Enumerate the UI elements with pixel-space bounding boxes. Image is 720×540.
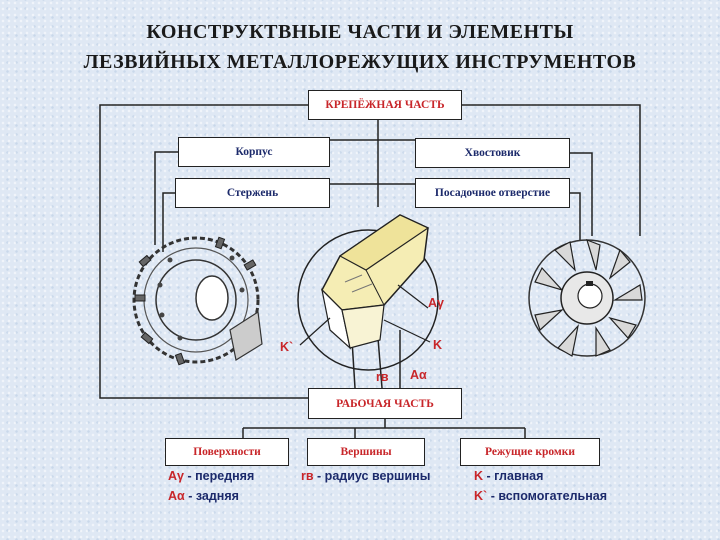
legend-surfaces-front: Aγ - передняя	[168, 469, 254, 483]
legend-text: - главная	[486, 469, 544, 483]
label-k-prime: K`	[280, 340, 294, 354]
surfaces-box: Поверхности	[165, 438, 289, 466]
rod-box: Стержень	[175, 178, 330, 208]
vertices-box: Вершины	[307, 438, 425, 466]
working-part-box: РАБОЧАЯ ЧАСТЬ	[308, 388, 462, 419]
body-box: Корпус	[178, 137, 330, 167]
label-a-alpha: Aα	[410, 368, 427, 382]
connector-lines	[99, 104, 641, 438]
legend-edge-aux: K` - вспомогательная	[474, 489, 607, 503]
label-a-gamma: Aγ	[428, 296, 444, 310]
legend-symbol: Aγ	[168, 469, 184, 483]
legend-symbol: rв	[301, 469, 314, 483]
cutting-insert-illustration	[297, 214, 439, 371]
legend-text: - задняя	[188, 489, 239, 503]
legend-surfaces-back: Aα - задняя	[168, 489, 239, 503]
legend-edge-main: K - главная	[474, 469, 543, 483]
legend-text: - передняя	[187, 469, 255, 483]
title-line-1: КОНСТРУКТВНЫЕ ЧАСТИ И ЭЛЕМЕНТЫ	[146, 21, 574, 43]
milling-cutter-illustration	[132, 236, 263, 366]
label-k: K	[433, 338, 443, 352]
legend-text: - радиус вершины	[317, 469, 431, 483]
gear-cutter-illustration	[528, 239, 646, 357]
bore-box: Посадочное отверстие	[415, 178, 570, 208]
mount-part-box: КРЕПЁЖНАЯ ЧАСТЬ	[308, 90, 462, 120]
legend-symbol: K	[474, 469, 484, 483]
label-r-b: rв	[376, 370, 389, 384]
legend-vertex-radius: rв - радиус вершины	[301, 469, 430, 483]
legend-symbol: Aα	[168, 489, 185, 503]
shank-box: Хвостовик	[415, 138, 570, 168]
title-line-2: ЛЕЗВИЙНЫХ МЕТАЛЛОРЕЖУЩИХ ИНСТРУМЕНТОВ	[83, 51, 637, 73]
legend-symbol: K`	[474, 489, 488, 503]
legend-text: - вспомогательная	[490, 489, 608, 503]
edges-box: Режущие кромки	[460, 438, 600, 466]
